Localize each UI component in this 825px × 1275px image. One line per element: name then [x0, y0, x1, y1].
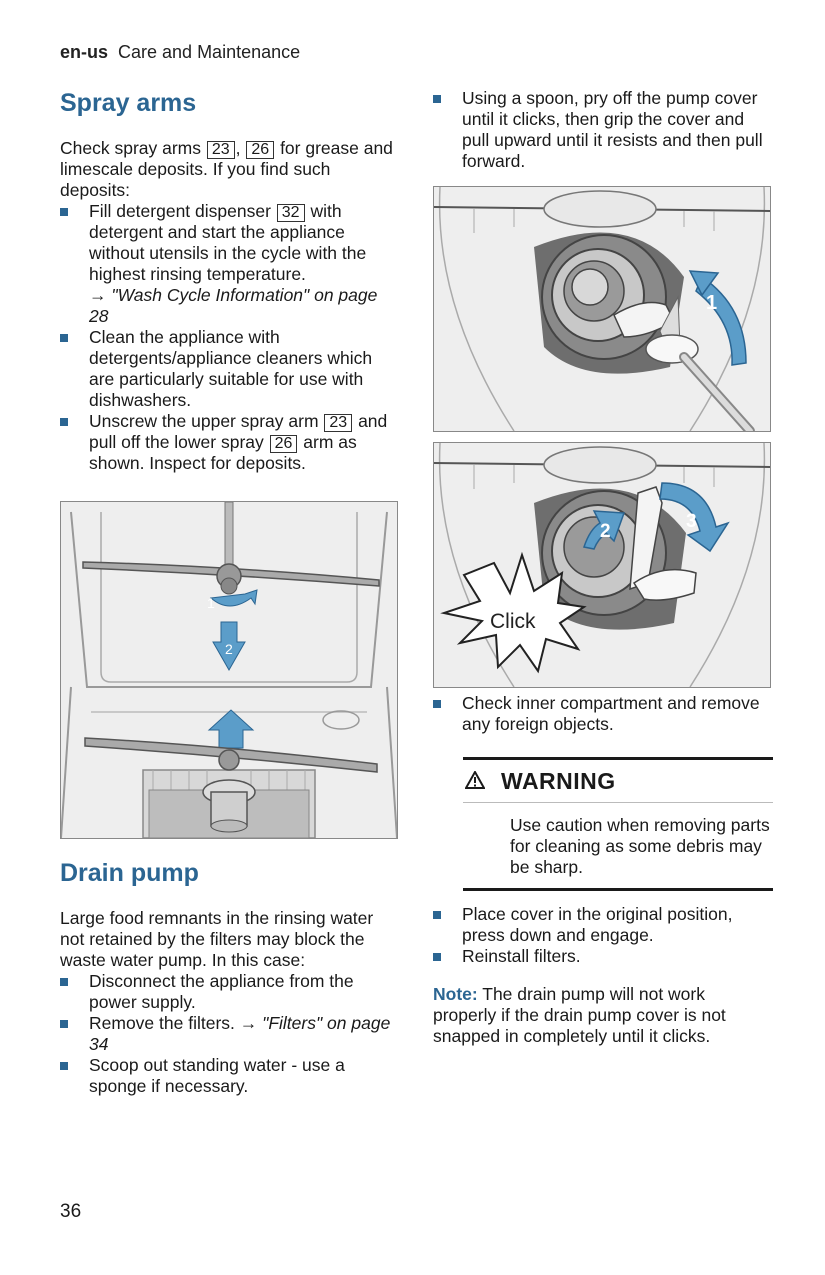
wash-cycle-link[interactable]: "Wash Cycle Information" on page 28 — [89, 285, 378, 326]
step3-text-b: and pull off the lower spray — [89, 411, 388, 452]
reassembly-step-list: Place cover in the original position, pr… — [433, 904, 773, 967]
note-paragraph: Note: The drain pump will not work prope… — [433, 984, 773, 1047]
pump-cover-steps: Using a spoon, pry off the pump cover un… — [433, 88, 773, 172]
list-item: Unscrew the upper spray arm 23 and pull … — [60, 411, 398, 474]
list-item: Clean the appliance with detergents/appl… — [60, 327, 398, 411]
warning-title: WARNING — [501, 767, 616, 794]
ref-lower-spray-arm: 26 — [246, 141, 275, 159]
list-item: Disconnect the appliance from the power … — [60, 971, 398, 1013]
list-item: Fill detergent dispenser 32 with deterge… — [60, 201, 398, 327]
spray-figure-label-1: 1 — [207, 595, 215, 611]
pump-cover-click-illustration: 2 3 Click — [433, 442, 771, 688]
intro-text-a: Check spray arms — [60, 138, 206, 158]
ref-upper-spray-arm: 23 — [206, 141, 235, 159]
arrow-icon: → — [239, 1013, 258, 1033]
language-code: en-us — [60, 42, 109, 62]
step3-text-c: arm as shown. Inspect for deposits. — [89, 432, 357, 473]
inspect-steps: Check inner compartment and remove any f… — [433, 693, 773, 735]
drain-pump-section: Drain pump Large food remnants in the ri… — [60, 858, 398, 1097]
spray-arms-heading: Spray arms — [60, 89, 197, 117]
step1-text-a: Fill detergent dispenser — [89, 201, 276, 221]
warning-box: WARNING Use caution when removing parts … — [463, 757, 773, 891]
spray-arms-section: Spray arms Check spray arms 23, 26 for g… — [60, 88, 398, 474]
drain-pump-intro: Large food remnants in the rinsing water… — [60, 908, 374, 970]
ref-lower-spray-arm-2: 26 — [269, 435, 298, 453]
step1-text-b: with detergent and start the appliance w… — [89, 201, 367, 284]
warning-triangle-icon — [464, 768, 486, 795]
section-title: Care and Maintenance — [118, 42, 301, 62]
step3-text-a: Unscrew the upper spray arm — [89, 411, 324, 431]
pry-step-list: Using a spoon, pry off the pump cover un… — [433, 88, 773, 172]
check-step-list: Check inner compartment and remove any f… — [433, 693, 773, 735]
spray-arms-intro: Check spray arms 23, 26 for grease and l… — [60, 138, 398, 201]
intro-comma: , — [235, 138, 246, 158]
spray-arms-steps: Fill detergent dispenser 32 with deterge… — [60, 201, 398, 474]
pump-top-label-1: 1 — [706, 292, 717, 314]
arrow-icon: → — [89, 285, 107, 305]
list-item: Using a spoon, pry off the pump cover un… — [433, 88, 773, 172]
pump-cover-pry-illustration: 1 — [433, 186, 771, 432]
list-item: Check inner compartment and remove any f… — [433, 693, 773, 735]
ref-detergent-dispenser: 32 — [276, 204, 305, 222]
list-item: Reinstall filters. — [433, 946, 773, 967]
pump-bottom-label-3: 3 — [686, 511, 697, 532]
drain-pump-steps: Disconnect the appliance from the power … — [60, 971, 398, 1097]
list-item: Place cover in the original position, pr… — [433, 904, 773, 946]
note-label: Note: — [433, 984, 478, 1004]
intro-text-b: for grease and limescale deposits. If yo… — [60, 138, 393, 200]
warning-title-row: WARNING — [463, 760, 773, 803]
pump-bottom-label-2: 2 — [600, 521, 611, 542]
spray-arms-illustration: 1 2 — [60, 501, 398, 839]
list-item: Scoop out standing water - use a sponge … — [60, 1055, 398, 1097]
page-number: 36 — [60, 1201, 82, 1222]
list-item: Remove the filters. → "Filters" on page … — [60, 1013, 398, 1055]
reassembly-steps: Place cover in the original position, pr… — [433, 904, 773, 1047]
filters-link[interactable]: "Filters" on page 34 — [89, 1013, 391, 1054]
note-text: The drain pump will not work properly if… — [433, 984, 726, 1046]
drain-pump-heading: Drain pump — [60, 859, 199, 887]
spray-figure-label-2: 2 — [225, 641, 233, 657]
click-label: Click — [490, 610, 536, 633]
step2-text: Remove the filters. — [89, 1013, 240, 1033]
ref-upper-spray-arm-2: 23 — [324, 414, 353, 432]
page-header: en-us Care and Maintenance — [60, 42, 300, 63]
warning-text: Use caution when removing parts for clea… — [510, 815, 770, 877]
